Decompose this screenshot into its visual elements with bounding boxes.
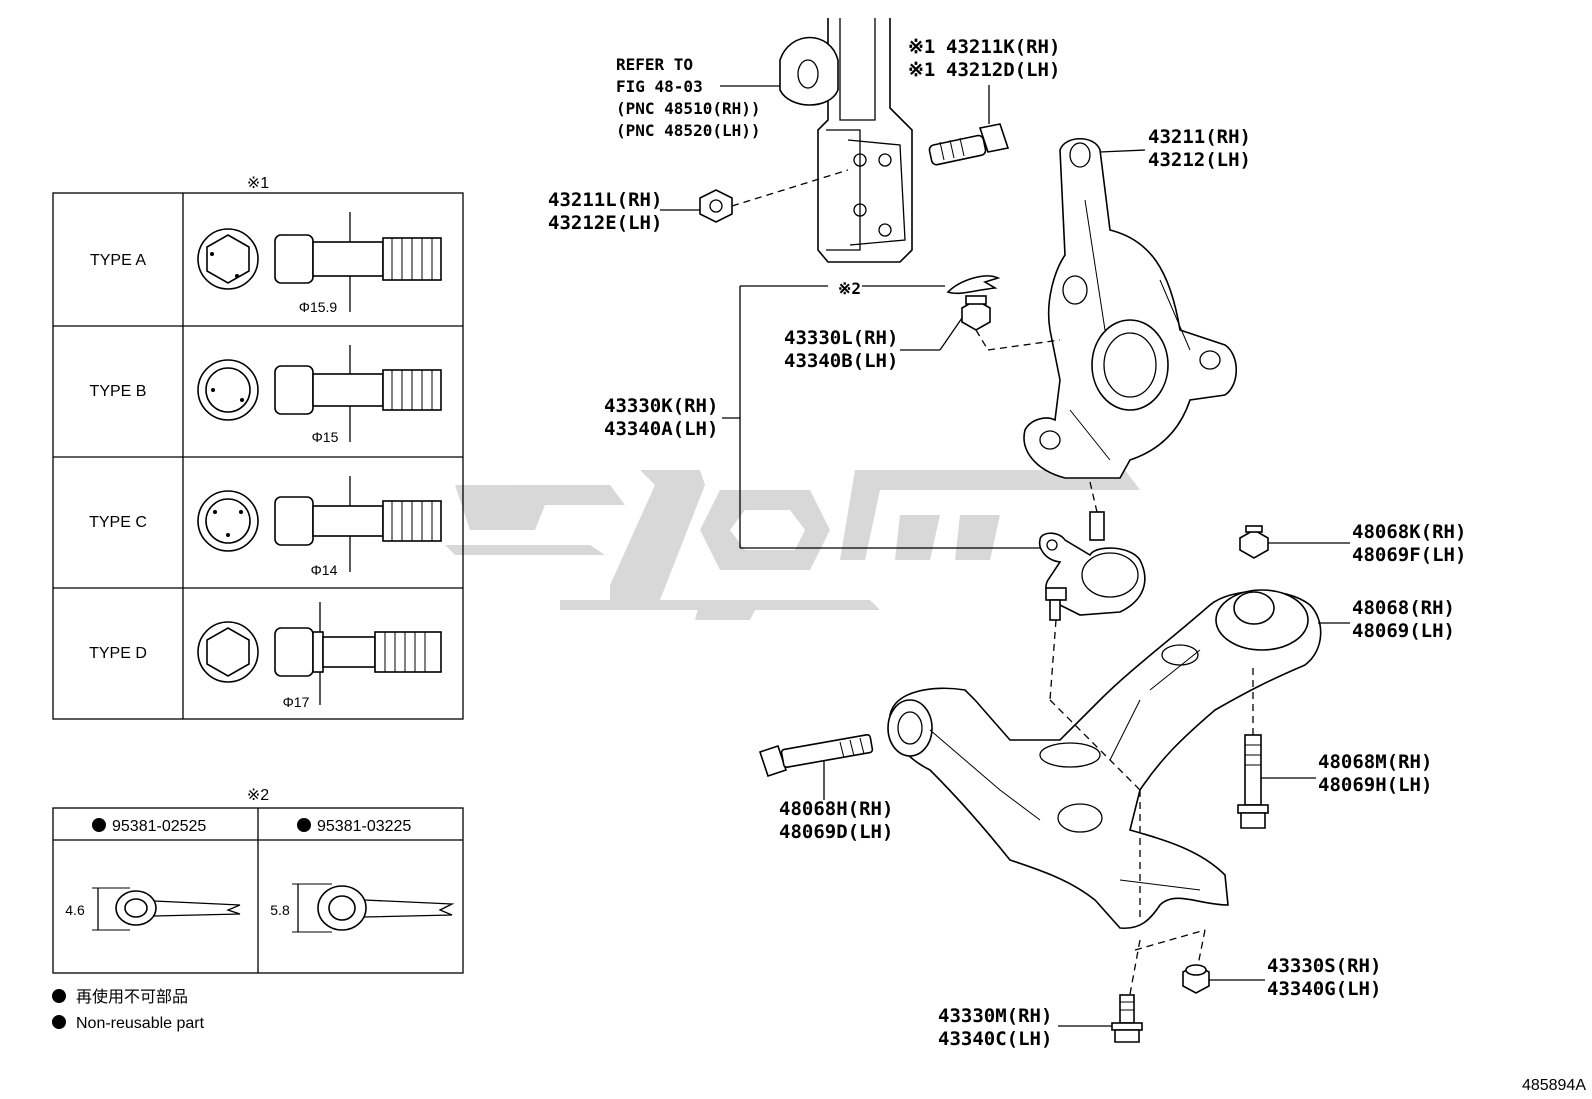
knuckle-rh: 43211(RH) bbox=[1148, 126, 1251, 148]
bj-nut-rh: 43330S(RH) bbox=[1267, 955, 1381, 977]
legend-dot-icon bbox=[52, 989, 66, 1003]
svg-text:FIG 48-03: FIG 48-03 bbox=[616, 77, 703, 96]
cotter-pin-icon bbox=[292, 883, 455, 933]
knuckle-bolt-drawing bbox=[928, 85, 1010, 166]
non-reusable-dot-icon bbox=[297, 818, 311, 832]
svg-text:(PNC 48510(RH)): (PNC 48510(RH)) bbox=[616, 99, 761, 118]
knuckle-lh: 43212(LH) bbox=[1148, 149, 1251, 171]
pin-part-1: 95381-02525 bbox=[112, 818, 206, 835]
front-bolt-rh: 48068H(RH) bbox=[779, 798, 893, 820]
front-bolt-lh: 48069D(LH) bbox=[779, 821, 893, 843]
nut-l-rh: 43211L(RH) bbox=[548, 189, 662, 211]
castle-nut-rh: 43330L(RH) bbox=[784, 327, 898, 349]
type-a-diameter: Φ15.9 bbox=[299, 299, 338, 315]
cotter-pin-drawing bbox=[946, 275, 1061, 351]
type-b-label: TYPE B bbox=[90, 383, 147, 400]
pin-callout-mark: ※2 bbox=[838, 279, 861, 298]
bj-bolt-rh: 43330M(RH) bbox=[938, 1005, 1052, 1027]
type-d-diameter: Φ17 bbox=[283, 694, 310, 710]
pin-dim-2: 5.8 bbox=[270, 902, 290, 918]
ball-joint-rh: 43330K(RH) bbox=[604, 395, 718, 417]
pin-dim-1: 4.6 bbox=[65, 902, 85, 918]
strut-bracket-drawing bbox=[779, 18, 913, 263]
strut-nut-drawing bbox=[660, 169, 849, 223]
ball-joint-lh: 43340A(LH) bbox=[604, 418, 718, 440]
type-c-bolt-icon bbox=[197, 476, 442, 572]
rear-bolt-rh: 48068M(RH) bbox=[1318, 751, 1432, 773]
type-b-diameter: Φ15 bbox=[312, 429, 339, 445]
ball-joint-drawing bbox=[1038, 481, 1146, 621]
cotter-pin-table: ※2 95381-02525 95381-03225 4.6 5.8 bbox=[52, 787, 464, 974]
bolt-k-lh: 43212D(LH) bbox=[946, 59, 1060, 81]
legend-dot-icon bbox=[52, 1015, 66, 1029]
refer-note: REFER TO FIG 48-03 (PNC 48510(RH)) (PNC … bbox=[616, 55, 800, 140]
bj-bolt-lh: 43340C(LH) bbox=[938, 1028, 1052, 1050]
svg-text:REFER TO: REFER TO bbox=[616, 55, 693, 74]
lower-arm-drawing bbox=[887, 589, 1350, 930]
arm-nut-lh: 48069F(LH) bbox=[1352, 544, 1466, 566]
steering-knuckle-drawing bbox=[1023, 137, 1237, 479]
bolt-k-mark-rh: ※1 bbox=[908, 36, 935, 58]
arm-nut-drawing bbox=[1239, 525, 1350, 559]
type-c-diameter: Φ14 bbox=[311, 562, 338, 578]
non-reusable-dot-icon bbox=[92, 818, 106, 832]
nut-l-lh: 43212E(LH) bbox=[548, 212, 662, 234]
rear-bolt-drawing bbox=[1237, 734, 1316, 829]
castle-nut-lh: 43340B(LH) bbox=[784, 350, 898, 372]
bolt-k-rh: 43211K(RH) bbox=[946, 36, 1060, 58]
legend: 再使用不可部品 Non-reusable part bbox=[52, 988, 205, 1032]
lower-arm-lh: 48069(LH) bbox=[1352, 620, 1455, 642]
type-b-bolt-icon bbox=[197, 345, 442, 442]
lower-arm-rh: 48068(RH) bbox=[1352, 597, 1455, 619]
type-d-bolt-icon bbox=[197, 602, 442, 705]
legend-en: Non-reusable part bbox=[76, 1015, 205, 1032]
type-a-bolt-icon bbox=[197, 212, 442, 312]
bolt-k-mark-lh: ※1 bbox=[908, 59, 935, 81]
watermark-logo bbox=[445, 470, 1140, 620]
pin-part-2: 95381-03225 bbox=[317, 818, 411, 835]
type-a-label: TYPE A bbox=[90, 252, 146, 269]
type-c-label: TYPE C bbox=[89, 514, 147, 531]
bj-bolt-drawing bbox=[1058, 994, 1143, 1043]
cotter-pin-icon bbox=[92, 887, 241, 931]
bolt-table-mark: ※1 bbox=[247, 175, 269, 192]
rear-bolt-lh: 48069H(LH) bbox=[1318, 774, 1432, 796]
pin-table-mark: ※2 bbox=[247, 787, 269, 804]
svg-text:(PNC 48520(LH)): (PNC 48520(LH)) bbox=[616, 121, 761, 140]
legend-jp: 再使用不可部品 bbox=[76, 988, 188, 1006]
type-d-label: TYPE D bbox=[89, 645, 147, 662]
bolt-type-table: ※1 TYPE A Φ15.9 TYPE B bbox=[52, 175, 464, 720]
bj-nut-drawing bbox=[1182, 964, 1265, 994]
figure-code: 485894A bbox=[1522, 1077, 1586, 1094]
front-bolt-drawing bbox=[758, 733, 874, 800]
arm-nut-rh: 48068K(RH) bbox=[1352, 521, 1466, 543]
bj-nut-lh: 43340G(LH) bbox=[1267, 978, 1381, 1000]
